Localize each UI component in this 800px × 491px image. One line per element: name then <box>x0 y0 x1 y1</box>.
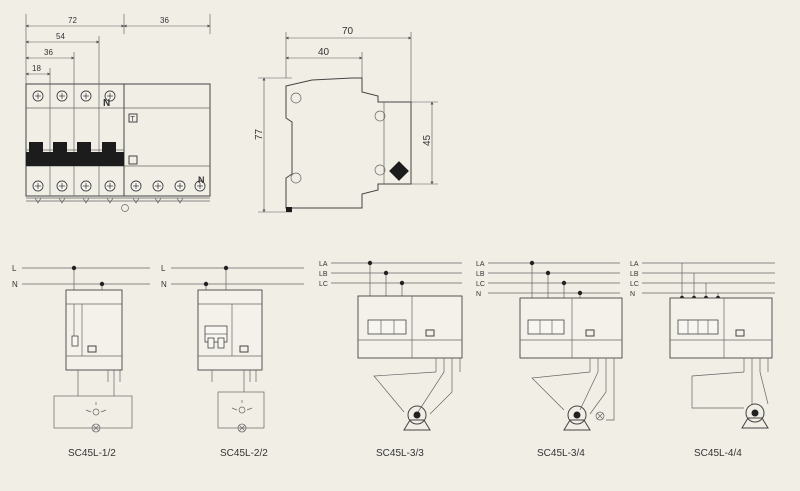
label-lb-3: LB <box>319 271 328 278</box>
dim-side-45: 45 <box>422 134 433 146</box>
label-l-1: L <box>12 264 17 273</box>
label-lc-5: LC <box>630 281 639 288</box>
side-body-outline <box>285 77 412 209</box>
switch-handles <box>26 142 124 166</box>
model-label: SC45L-3/4 <box>537 448 585 459</box>
test-button <box>128 113 138 123</box>
label-lb-4: LB <box>476 271 485 278</box>
din-clip <box>286 207 292 212</box>
model-captions: SC45L-1/2 SC45L-2/2 SC45L-3/3 SC45L-3/4 … <box>68 448 742 459</box>
mounting-hole <box>121 204 129 212</box>
dim-front-18: 18 <box>32 64 41 73</box>
neutral-mark-bottom: N <box>198 175 205 185</box>
dim-side-40: 40 <box>318 47 330 58</box>
supply-lines <box>22 262 775 294</box>
label-n-2: N <box>161 280 167 289</box>
label-l-2: L <box>161 264 166 273</box>
dim-front-54: 54 <box>56 32 65 41</box>
label-lb-5: LB <box>630 271 639 278</box>
dim-front-72: 72 <box>68 16 77 25</box>
dim-front-36: 36 <box>44 48 53 57</box>
model-label: SC45L-4/4 <box>694 448 742 459</box>
diagram-sc45l-3-4 <box>519 260 623 431</box>
label-lc-3: LC <box>319 281 328 288</box>
label-la-4: LA <box>476 261 485 268</box>
diagram-sc45l-2-2 <box>197 265 265 433</box>
dim-side-70: 70 <box>342 26 354 37</box>
model-label: SC45L-1/2 <box>68 448 116 459</box>
label-n-1: N <box>12 280 18 289</box>
side-handle <box>389 161 409 181</box>
label-la-5: LA <box>630 261 639 268</box>
front-dimensions: 72 36 54 36 18 <box>25 14 211 84</box>
dim-side-77: 77 <box>254 128 265 140</box>
side-view: 70 40 77 45 <box>254 26 438 213</box>
front-view: 72 36 54 36 18 <box>25 14 211 212</box>
test-button-label: T <box>131 116 136 123</box>
diagram-sc45l-4-4 <box>669 263 773 429</box>
side-dimensions: 70 40 77 45 <box>254 26 438 213</box>
dim-front-aux-36: 36 <box>160 16 169 25</box>
wiring-diagrams: L N L N LA LB LC LA LB LC N LA LB LC N <box>12 260 775 459</box>
model-label: SC45L-2/2 <box>220 448 268 459</box>
neutral-mark-top: N <box>103 98 110 109</box>
label-la-3: LA <box>319 261 328 268</box>
label-n-4: N <box>476 291 481 298</box>
label-n-5: N <box>630 291 635 298</box>
model-label: SC45L-3/3 <box>376 448 424 459</box>
line-labels: L N L N LA LB LC LA LB LC N LA LB LC N <box>12 261 639 298</box>
label-lc-4: LC <box>476 281 485 288</box>
diagram-sc45l-3-3 <box>357 260 463 431</box>
status-indicator <box>128 155 138 165</box>
terminal-screws <box>32 90 206 204</box>
diagram-sc45l-1-2 <box>53 265 133 433</box>
